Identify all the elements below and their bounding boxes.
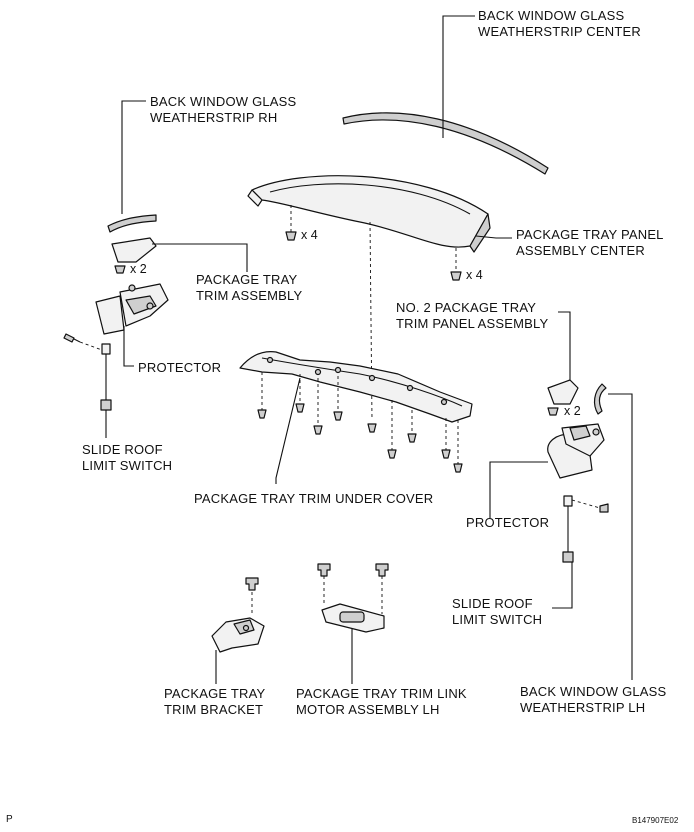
label-weatherstrip-center: BACK WINDOW GLASS WEATHERSTRIP CENTER	[478, 8, 641, 39]
leader-protector-rh	[123, 326, 134, 367]
clip-icon	[114, 265, 126, 274]
label-weatherstrip-lh: BACK WINDOW GLASS WEATHERSTRIP LH	[520, 684, 667, 715]
qty-clips-center-lower: x 4	[466, 268, 483, 282]
leader-under-cover	[275, 377, 301, 484]
trim-bracket-part	[211, 577, 265, 653]
qty-clips-center-upper: x 4	[301, 228, 318, 242]
under-cover-part	[239, 351, 473, 423]
screws-under-cover	[257, 372, 463, 473]
leader-weatherstrip-rh	[121, 100, 146, 214]
label-package-tray-trim-assembly: PACKAGE TRAY TRIM ASSEMBLY	[196, 272, 303, 303]
leader-weatherstrip-lh	[608, 393, 633, 680]
page-letter: P	[6, 814, 13, 825]
qty-clips-lh: x 2	[564, 404, 581, 418]
label-no2-trim-panel: NO. 2 PACKAGE TRAY TRIM PANEL ASSEMBLY	[396, 300, 549, 331]
weatherstrip-lh-part	[593, 383, 607, 415]
package-tray-panel-center-part	[247, 175, 491, 253]
label-slide-roof-limit-switch-right: SLIDE ROOF LIMIT SWITCH	[452, 596, 543, 627]
motor-lh-part	[317, 563, 389, 633]
label-slide-roof-limit-switch-left: SLIDE ROOF LIMIT SWITCH	[82, 442, 173, 473]
clip-icon	[285, 231, 297, 241]
clip-icon	[547, 407, 559, 416]
limit-switch-lh-part	[562, 495, 609, 563]
protector-rh-part	[95, 283, 169, 335]
limit-switch-rh-part	[63, 333, 112, 411]
leader-limit-switch-lh	[552, 561, 573, 609]
weatherstrip-center-part	[342, 112, 549, 175]
leader-weatherstrip-center	[442, 15, 475, 138]
leader-protector-lh	[489, 461, 548, 518]
no2-trim-panel-part	[547, 379, 579, 405]
clip-icon	[450, 271, 462, 281]
label-protector-right: PROTECTOR	[466, 515, 550, 530]
leader-package-tray-panel-center	[475, 235, 512, 239]
label-package-tray-panel-center: PACKAGE TRAY PANEL ASSEMBLY CENTER	[516, 227, 664, 258]
figure-code: B147907E02	[632, 816, 679, 825]
protector-lh-part	[547, 423, 605, 479]
weatherstrip-rh-part	[107, 214, 157, 233]
label-package-tray-trim-bracket: PACKAGE TRAY TRIM BRACKET	[164, 686, 266, 717]
label-trim-link-motor-lh: PACKAGE TRAY TRIM LINK MOTOR ASSEMBLY LH	[296, 686, 467, 717]
label-weatherstrip-rh: BACK WINDOW GLASS WEATHERSTRIP RH	[150, 94, 297, 125]
label-protector-left: PROTECTOR	[138, 360, 222, 375]
leader-no2-trim-panel	[558, 311, 571, 380]
trim-assembly-rh-part	[111, 237, 157, 263]
label-package-tray-trim-under-cover: PACKAGE TRAY TRIM UNDER COVER	[194, 491, 434, 506]
leader-trim-assembly	[152, 243, 248, 272]
qty-clips-rh: x 2	[130, 262, 147, 276]
